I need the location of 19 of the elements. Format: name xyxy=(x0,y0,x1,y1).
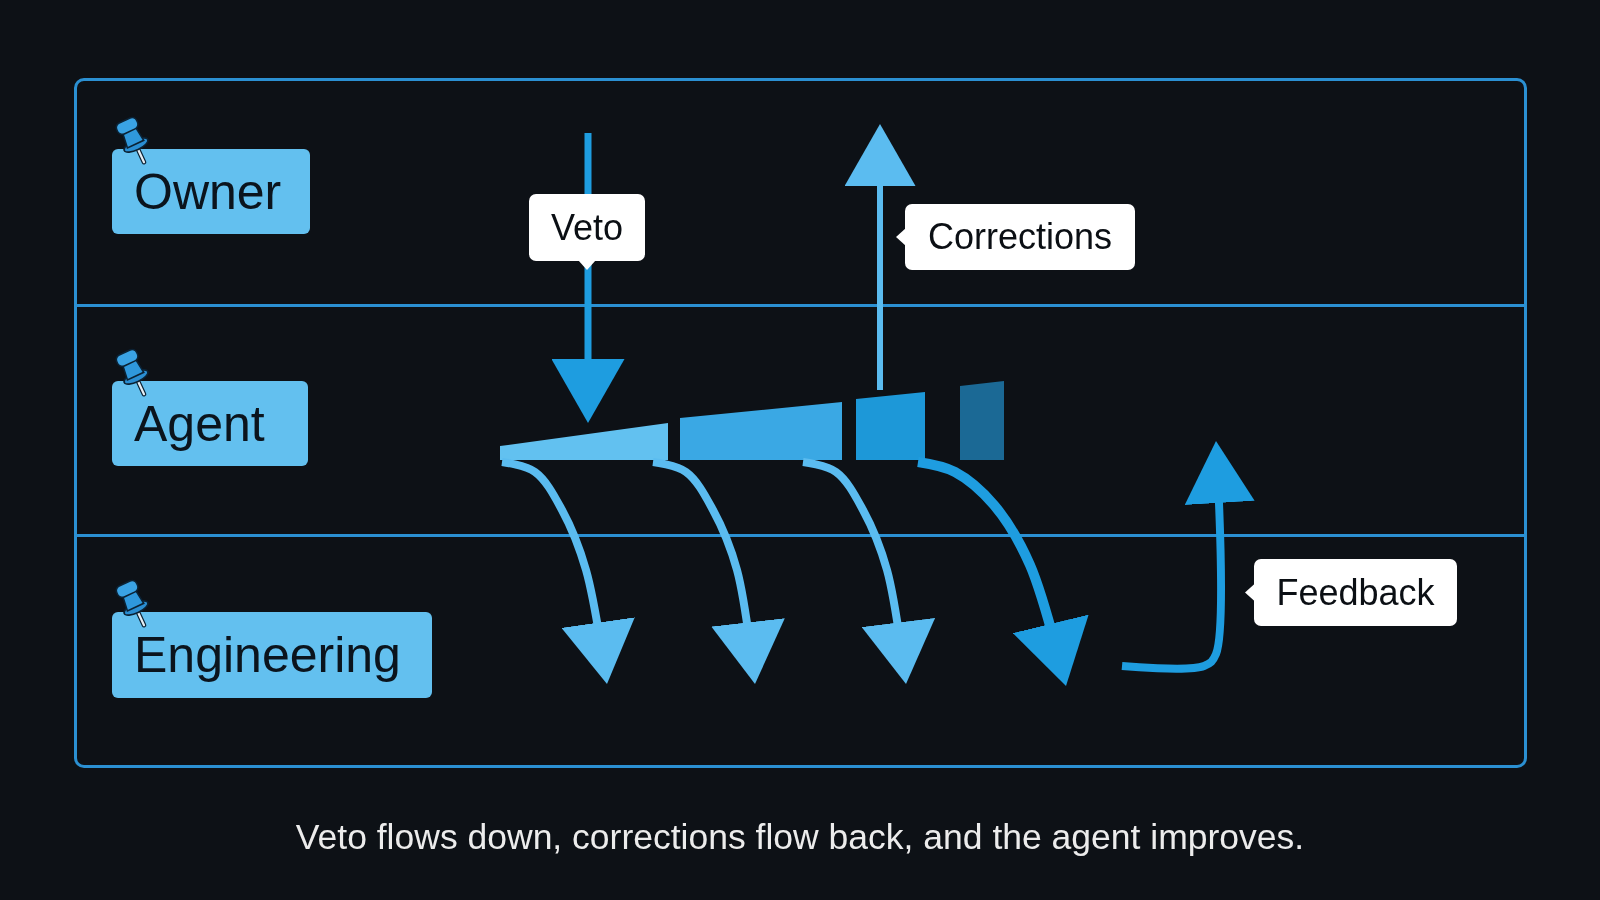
edge-label: Corrections xyxy=(896,204,1135,270)
elbow-arrow xyxy=(1121,440,1255,673)
swimlane xyxy=(74,307,1527,537)
bar-segment xyxy=(500,423,668,460)
bar-segment xyxy=(680,402,842,460)
lane-label: Owner xyxy=(112,149,310,234)
bar-segment xyxy=(856,392,925,460)
curved-arrow xyxy=(802,458,935,685)
lane-label: Agent xyxy=(112,381,308,466)
lane-label: Engineering xyxy=(112,612,432,698)
edge-label: Feedback xyxy=(1245,559,1457,626)
curved-arrow xyxy=(917,457,1089,688)
edge-label: Veto xyxy=(529,194,645,270)
bar-segment xyxy=(960,381,1004,460)
caption: Veto flows down, corrections flow back, and the agent improves. xyxy=(295,816,1305,859)
arrow xyxy=(844,124,916,390)
swimlane xyxy=(74,78,1527,307)
curved-arrow xyxy=(501,458,635,685)
curved-arrow xyxy=(652,458,785,685)
